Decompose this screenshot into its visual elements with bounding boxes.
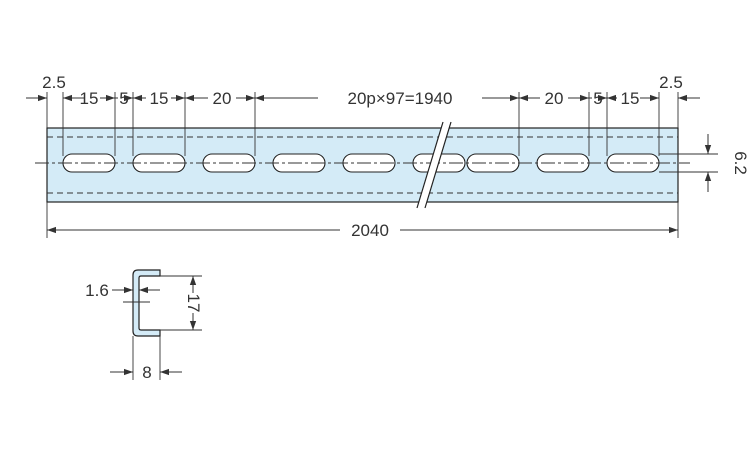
channel-section-view: 17 1.6 8: [85, 269, 203, 382]
width-dimension: [659, 134, 718, 192]
dim-gap: 5: [119, 89, 128, 108]
rail-top-view: 2.5 15 5 15 20 20p×97=1940 20 5 15 2.5 6…: [26, 73, 750, 240]
dim-pitch-total: 20p×97=1940: [348, 89, 453, 108]
dim-overall-length: 2040: [351, 221, 389, 240]
dim-pitch-right: 20: [545, 89, 564, 108]
dim-height: 17: [184, 294, 203, 313]
dim-slot-length-right: 15: [621, 89, 640, 108]
dim-width: 6.2: [731, 151, 750, 175]
channel-profile: [132, 269, 161, 337]
dim-depth: 8: [142, 363, 151, 382]
extension-lines-top: [46, 92, 679, 156]
dim-slot-length-2: 15: [150, 89, 169, 108]
dim-pitch-left: 20: [213, 89, 232, 108]
dim-end-offset-right: 2.5: [659, 73, 683, 92]
dim-slot-length-1: 15: [80, 89, 99, 108]
dim-gap-right: 5: [593, 89, 602, 108]
overall-length-dimension: [46, 202, 679, 238]
dim-thickness: 1.6: [85, 281, 109, 300]
dim-end-offset-left: 2.5: [42, 73, 66, 92]
break-symbol: [416, 121, 452, 209]
